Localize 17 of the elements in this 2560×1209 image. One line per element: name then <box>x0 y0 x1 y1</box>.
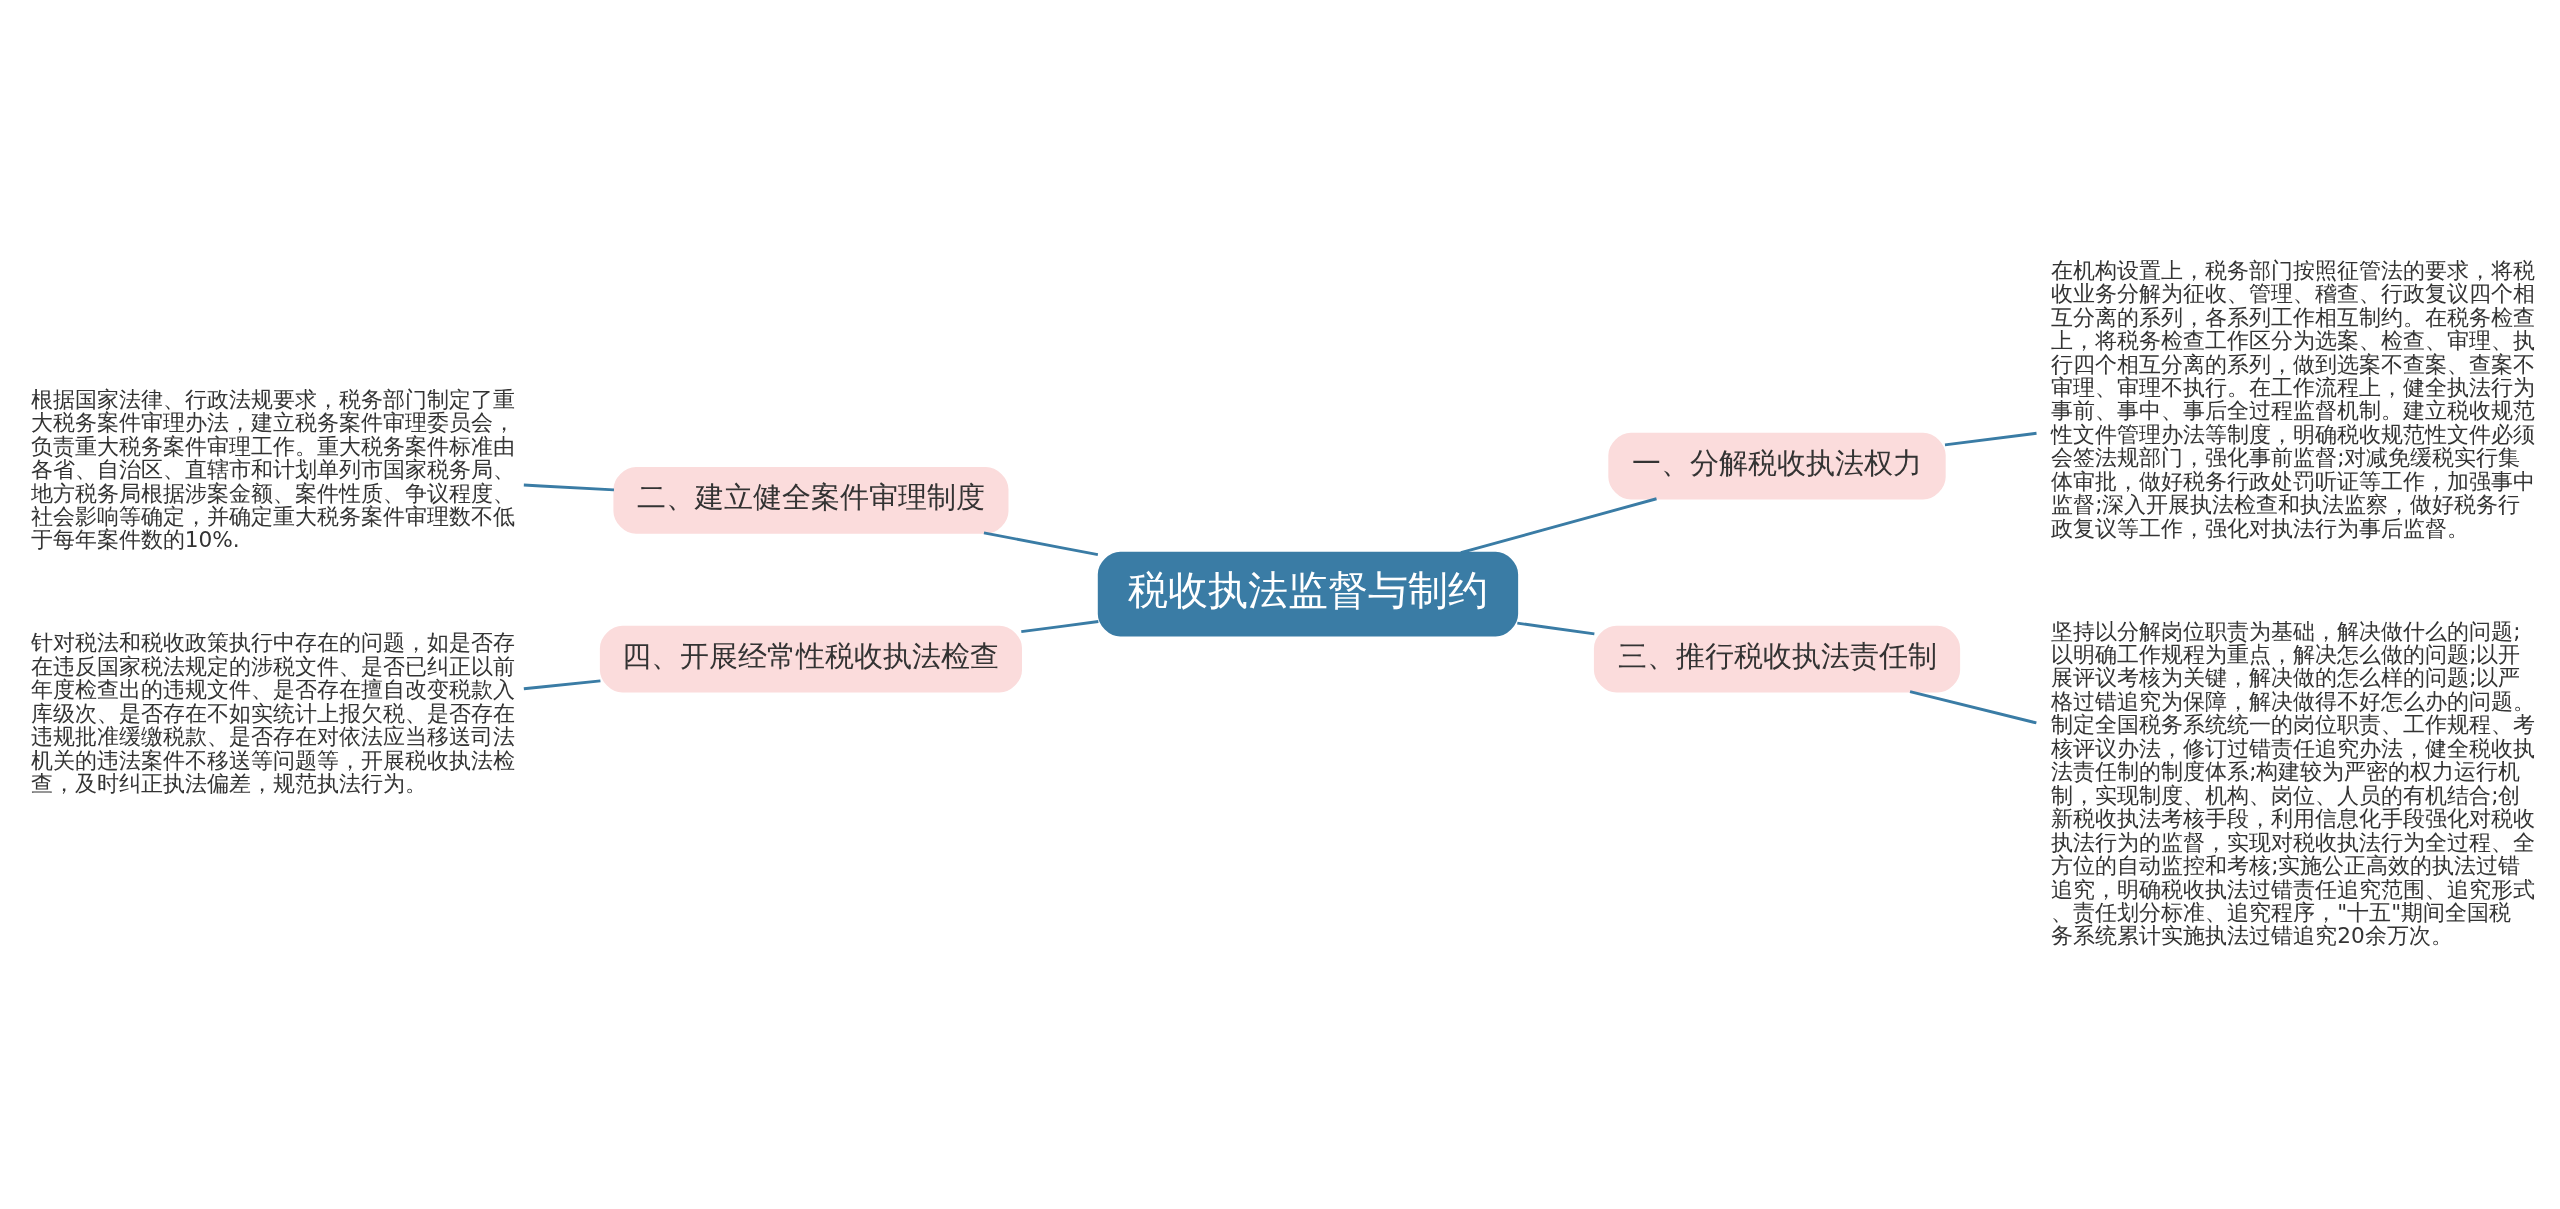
connector <box>1021 619 1099 633</box>
connector <box>523 483 615 491</box>
connector <box>1909 689 2037 724</box>
node-box: 四、开展经常性税收执法检查 <box>599 625 1022 692</box>
connector <box>1944 431 2037 446</box>
node-box: 二、建立健全案件审理制度 <box>613 466 1009 534</box>
node-text: 在机构设置上，税务部门按照征管法的要求，将税收业务分解为征收、管理、稽查、行政复议四个相互分离的系列，各系列工作相互制约。在税务检查上，将税务检查工作区分为选案、检查、审理、执行四个相互分离的系列，做到选案不查案、查案不审理、审理不执行。在工作流程上，健全执法行为事前、事中、事后全过程监督机制。建立税收规范性文件管理办法等制度，明确税收规范性文件必须会签法规部门，强化事前监督;对减免缓税实行集体审批，做好税务行政处罚听证等工作，加强事中监督;深入开展执法检查和执法监察，做好税务行政复议等工作，强化对执法行为事后监督。 <box>2051 257 2536 541</box>
node-text: 根据国家法律、行政法规要求，税务部门制定了重大税务案件审理办法，建立税务案件审理委员会，负责重大税务案件审理工作。重大税务案件标准由各省、自治区、直辖市和计划单列市国家税务局、地方税务局根据涉案金额、案件性质、争议程度、社会影响等确定，并确定重大税务案件审理数不低于每年案件数的10%. <box>30 386 515 552</box>
node-text: 坚持以分解岗位职责为基础，解决做什么的问题;以明确工作规程为重点，解决怎么做的问题;以开展评议考核为关键，解决做的怎么样的问题;以严格过错追究为保障，解决做得不好怎么办的问题。制定全国税务系统统一的岗位职责、工作规程、考核评议办法，修订过错责任追究办法，健全税收执法责任制的制度体系;构建较为严密的权力运行机制，实现制度、机构、岗位、人员的有机结合;创新税收执法考核手段，利用信息化手段强化对税收执法行为的监督，实现对税收执法行为全过程、全方位的自动监控和考核;实施公正高效的执法过错追究，明确税收执法过错责任追究范围、追究形式、责任划分标准、追究程序，"十五"期间全国税务系统累计实施执法过错追究20余万次。 <box>2051 618 2536 948</box>
connector <box>523 678 601 690</box>
connector <box>1460 496 1657 554</box>
connector <box>983 531 1099 556</box>
connector <box>1517 621 1595 635</box>
node-box: 三、推行税收执法责任制 <box>1593 625 1961 692</box>
node-box: 一、分解税收执法权力 <box>1608 432 1946 499</box>
node-box: 税收执法监督与制约 <box>1097 551 1519 637</box>
node-text: 针对税法和税收政策执行中存在的问题，如是否存在违反国家税法规定的涉税文件、是否已纠正以前年度检查出的违规文件、是否存在擅自改变税款入库级次、是否存在不如实统计上报欠税、是否存在违规批准缓缴税款、是否存在对依法应当移送司法机关的违法案件不移送等问题等，开展税收执法检查，及时纠正执法偏差，规范执法行为。 <box>30 629 515 796</box>
